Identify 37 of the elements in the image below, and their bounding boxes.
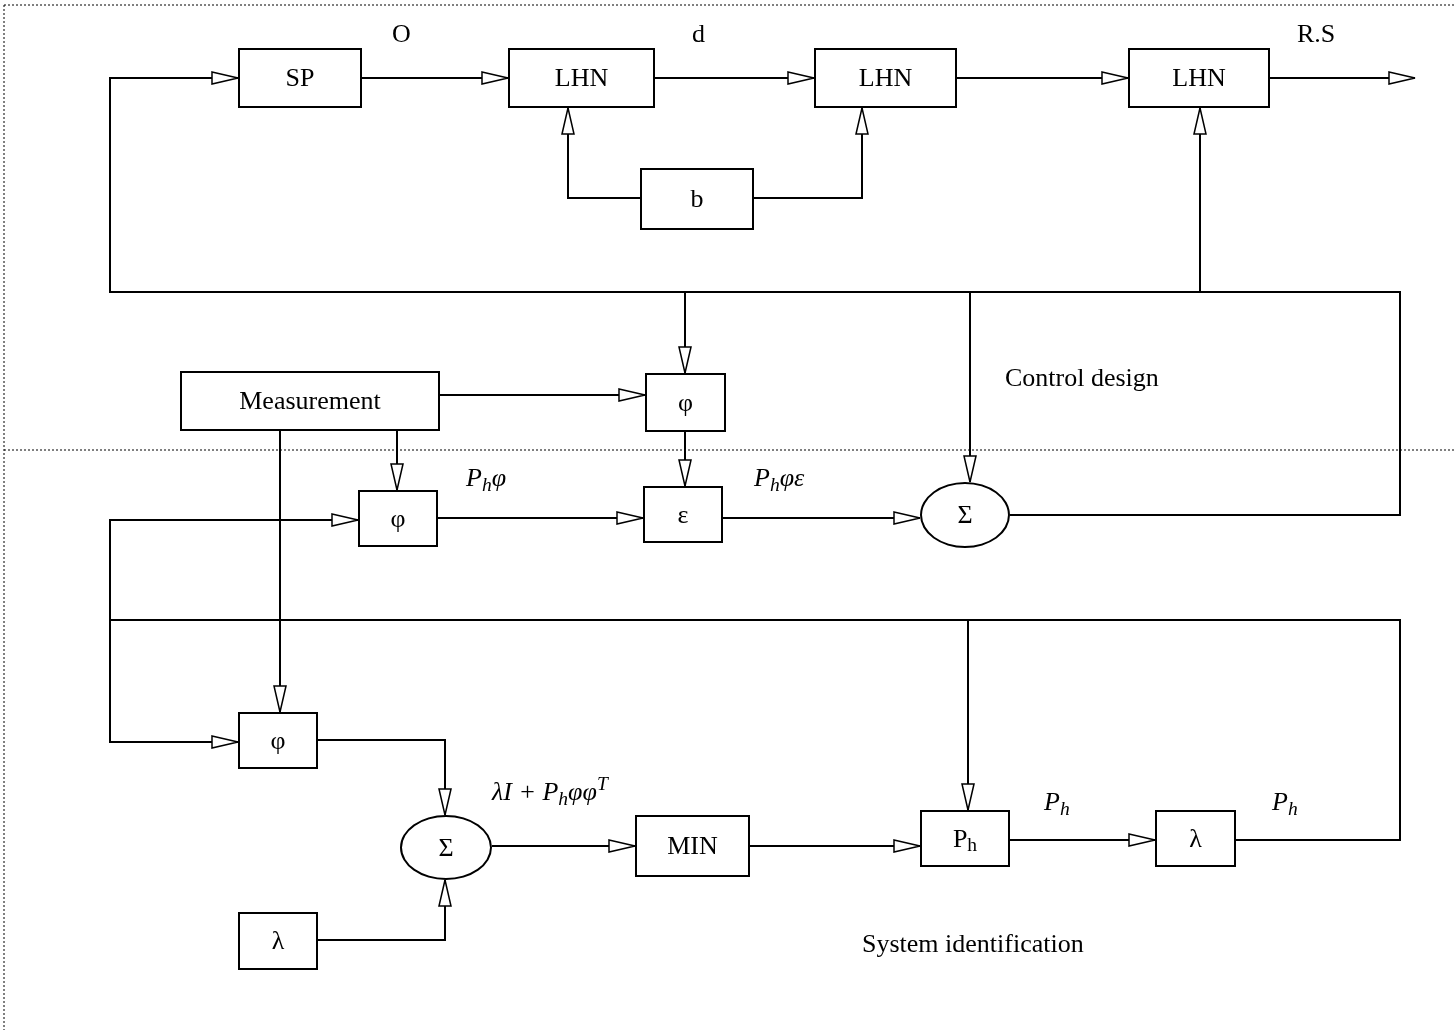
arrow bbox=[753, 107, 869, 199]
block-box: φ bbox=[358, 490, 438, 547]
arrow bbox=[956, 71, 1129, 85]
summing-junction: Σ bbox=[920, 482, 1010, 548]
arrow bbox=[491, 839, 636, 853]
arrow bbox=[749, 839, 921, 853]
summing-junction: Σ bbox=[400, 815, 492, 880]
block-box: MIN bbox=[635, 815, 750, 877]
block-box: LHN bbox=[814, 48, 957, 108]
arrow bbox=[963, 291, 1401, 516]
arrow bbox=[273, 430, 287, 713]
arrow bbox=[317, 879, 452, 941]
arrow bbox=[439, 388, 646, 402]
arrow bbox=[1009, 833, 1156, 847]
block-box: LHN bbox=[508, 48, 655, 108]
arrow bbox=[678, 431, 692, 487]
arrow bbox=[961, 619, 1401, 841]
arrow bbox=[361, 71, 509, 85]
block-box: b bbox=[640, 168, 754, 230]
arrow bbox=[390, 430, 404, 491]
section-label: Control design bbox=[1005, 362, 1159, 394]
arrow bbox=[317, 739, 452, 816]
block-box: LHN bbox=[1128, 48, 1270, 108]
arrow bbox=[654, 71, 815, 85]
block-box: λ bbox=[238, 912, 318, 970]
arrow bbox=[561, 107, 641, 199]
arrow bbox=[1269, 71, 1416, 85]
block-box: λ bbox=[1155, 810, 1236, 867]
block-box: SP bbox=[238, 48, 362, 108]
block-box: ε bbox=[643, 486, 723, 543]
block-box: φ bbox=[238, 712, 318, 769]
arrow bbox=[437, 511, 644, 525]
block-box: P$_{h}$ bbox=[920, 810, 1010, 867]
block-box: φ bbox=[645, 373, 726, 432]
arrow bbox=[722, 511, 921, 525]
section-label: System identification bbox=[862, 928, 1084, 960]
block-box: Measurement bbox=[180, 371, 440, 431]
